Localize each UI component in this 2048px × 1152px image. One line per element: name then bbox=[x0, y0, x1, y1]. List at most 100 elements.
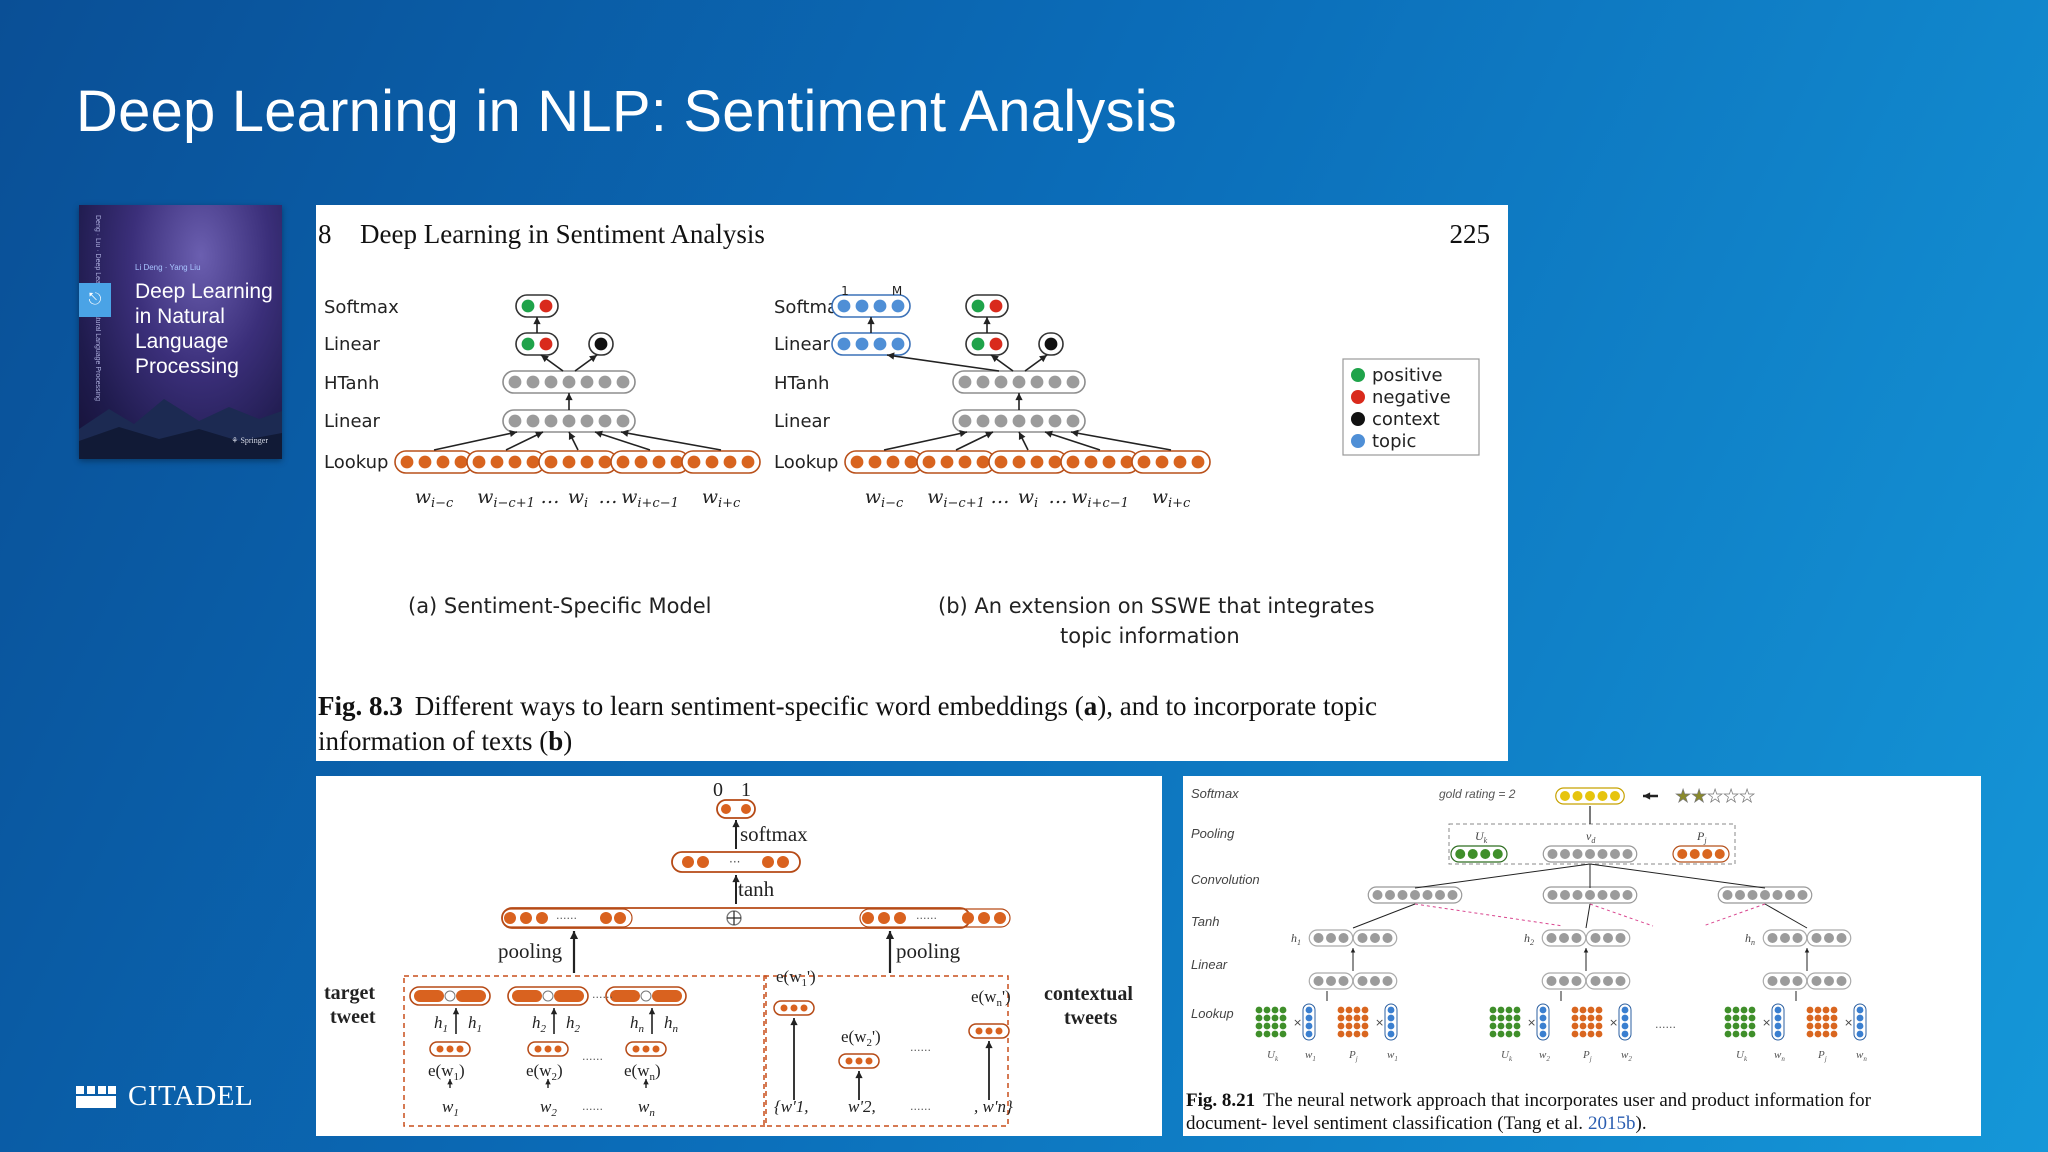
model-b-lookup-group-3-unit-3 bbox=[1029, 454, 1045, 470]
fig821-user-matrix-3-r4c1 bbox=[1724, 1030, 1732, 1038]
fig821-product-matrix-2-r1c3 bbox=[1587, 1006, 1595, 1014]
figure-caption-text-2: information of texts ( bbox=[318, 726, 548, 756]
fig821-word-vector-b-1-u4 bbox=[1387, 1030, 1395, 1038]
pool-left-unit-5 bbox=[614, 912, 626, 924]
model-a-layer-label-1: Softmax bbox=[324, 297, 399, 318]
fig821-product-matrix-1-r4c1 bbox=[1337, 1030, 1345, 1038]
fig821-product-matrix-1-r2c1 bbox=[1337, 1014, 1345, 1022]
model-b-lookup-group-5-unit-2 bbox=[1154, 454, 1170, 470]
model-a-lookup-group-2 bbox=[466, 450, 546, 474]
model-b-linear-gray-layer bbox=[952, 409, 1086, 433]
model-a-linear-context-unit-1 bbox=[593, 336, 609, 352]
fig821-word-vector-a-1-border bbox=[1302, 1003, 1316, 1041]
model-a-lookup-group-5-unit-3 bbox=[722, 454, 738, 470]
model-a-lookup-group-2-unit-1 bbox=[471, 454, 487, 470]
fig821-conv-3-unit-5 bbox=[1772, 890, 1783, 900]
model-a-lookup-group-1-unit-2 bbox=[417, 454, 433, 470]
fig821-tanh-2-a-unit-2 bbox=[1559, 933, 1569, 943]
embed-node-1-unit-1 bbox=[436, 1045, 444, 1053]
fig821-product-matrix-2-r2c2 bbox=[1579, 1014, 1587, 1022]
fig821-word-vector-b-1-u3 bbox=[1387, 1022, 1395, 1030]
fig821-product-matrix-2-r4c2 bbox=[1579, 1030, 1587, 1038]
model-a-lookup-group-1-unit-3 bbox=[435, 454, 451, 470]
model-b-linear-gray-layer-unit-5 bbox=[1029, 413, 1045, 429]
fig821-user-matrix-1-r3c1 bbox=[1255, 1022, 1263, 1030]
pool-right-unit-4 bbox=[962, 912, 974, 924]
model-b-softmax-topic-unit-3 bbox=[872, 298, 888, 314]
fig-821-citation-link[interactable]: 2015b bbox=[1588, 1113, 1636, 1134]
model-b-softmax-sentiment-unit-2 bbox=[988, 298, 1004, 314]
model-b-linear-gray-layer-unit-1 bbox=[957, 413, 973, 429]
pool-right-inner bbox=[859, 908, 1011, 928]
book-title-line-1: Deep Learning bbox=[135, 280, 273, 303]
fig821-word-vector-b-1-u1 bbox=[1387, 1006, 1395, 1014]
fig821-word-vector-b-3-u2 bbox=[1856, 1014, 1864, 1022]
fig821-tanh-3-b bbox=[1806, 929, 1852, 947]
model-b-linear-topic-unit-1 bbox=[836, 336, 852, 352]
fig821-conv-1-unit-6 bbox=[1435, 890, 1445, 900]
model-a-lookup-group-3-unit-1 bbox=[543, 454, 559, 470]
figure-caption-line-2: information of texts (b) bbox=[318, 726, 572, 756]
fig821-product-matrix-3-r1c2 bbox=[1814, 1006, 1822, 1014]
model-b-softmax-topic-unit-4 bbox=[890, 298, 906, 314]
fig821-word-vector-a-1-u2 bbox=[1305, 1014, 1313, 1022]
embed-node-2-unit-2 bbox=[544, 1045, 552, 1053]
model-b-lookup-group-2 bbox=[916, 450, 996, 474]
pool-right-unit-3 bbox=[894, 912, 906, 924]
gold-rating-label: gold rating = 2 bbox=[1439, 787, 1516, 801]
model-b-lookup-group-2-unit-2 bbox=[939, 454, 955, 470]
fig821-product-matrix-1-r2c4 bbox=[1361, 1014, 1369, 1022]
fig821-product-matrix-3-r4c4 bbox=[1830, 1030, 1838, 1038]
embed-node-2-unit-3 bbox=[554, 1045, 562, 1053]
contextual-tweets-label-2: tweets bbox=[1064, 1007, 1118, 1029]
fig-821-label: Fig. 8.21 bbox=[1186, 1090, 1255, 1111]
model-b-lookup-group-1-unit-1 bbox=[849, 454, 865, 470]
model-b-arrow-htanh-topic-line bbox=[886, 354, 1000, 372]
fig821-word-vector-b-3-border bbox=[1853, 1003, 1867, 1041]
model-b-softmax-sentiment-unit-1 bbox=[970, 298, 986, 314]
output-unit-0 bbox=[721, 804, 731, 814]
model-a-lookup-group-3-unit-2 bbox=[561, 454, 577, 470]
fig821-tanh-3-a bbox=[1762, 929, 1808, 947]
model-a-linear-gray-layer-unit-7 bbox=[615, 413, 631, 429]
fig821-pooling-product-unit-4 bbox=[1714, 849, 1725, 859]
fig821-product-matrix-2-r1c2 bbox=[1579, 1006, 1587, 1014]
word-label-3: wn bbox=[638, 1097, 655, 1119]
fig821-product-matrix-2-r4c3 bbox=[1587, 1030, 1595, 1038]
fig821-tanh-2-b-unit-1 bbox=[1590, 933, 1601, 943]
model-a-softmax-sentiment-unit-2 bbox=[538, 298, 554, 314]
ctx-embed-ellipsis: ...... bbox=[910, 1041, 931, 1054]
fig821-user-matrix-1-r3c4 bbox=[1279, 1022, 1287, 1030]
fig821-linear-3-b-unit-3 bbox=[1836, 976, 1847, 986]
output-label-1: 1 bbox=[741, 779, 751, 801]
model-b-arrow-lookup-3-head bbox=[1018, 432, 1026, 440]
fig821-linear-1-a-unit-1 bbox=[1313, 976, 1324, 986]
fig821-product-matrix-2-r1c4 bbox=[1595, 1006, 1603, 1014]
model-b-softmax-topic-unit-1 bbox=[836, 298, 852, 314]
model-b-layer-label-1: Softmax bbox=[774, 297, 849, 318]
fig821-product-matrix-2-r4c1 bbox=[1571, 1030, 1579, 1038]
fig821-conv-tanh-3 bbox=[1764, 903, 1808, 929]
model-a-arrow-lookup-4-head bbox=[595, 430, 603, 438]
contextual-tweets-box bbox=[763, 975, 1009, 1127]
arrow-tanh-to-softmax-head bbox=[732, 820, 740, 828]
fig821-user-matrix-3-r2c4 bbox=[1748, 1014, 1756, 1022]
fig821-product-matrix-3-r4c3 bbox=[1822, 1030, 1830, 1038]
model-b-lookup-group-1-unit-4 bbox=[903, 454, 919, 470]
fig821-word-vector-a-2-u1 bbox=[1539, 1006, 1547, 1014]
fig821-layer-label-3: Convolution bbox=[1191, 872, 1260, 887]
fig821-pool-conv-3 bbox=[1589, 863, 1766, 889]
fig821-pooling-doc bbox=[1542, 845, 1638, 863]
fig821-user-matrix-2-r4c4 bbox=[1513, 1030, 1521, 1038]
fig821-product-matrix-1 bbox=[1337, 1006, 1369, 1038]
fig821-user-matrix-2-r1c4 bbox=[1513, 1006, 1521, 1014]
fig821-linear-3-b-unit-2 bbox=[1824, 976, 1834, 986]
model-a-arrow-lookup-4-line bbox=[594, 431, 651, 451]
fig821-product-matrix-3-r2c1 bbox=[1806, 1014, 1814, 1022]
model-a-lookup-group-2-unit-3 bbox=[507, 454, 523, 470]
fig821-pooling-product-unit-1 bbox=[1677, 849, 1688, 859]
fig821-user-matrix-3-r4c4 bbox=[1748, 1030, 1756, 1038]
pooling-left-label: pooling bbox=[498, 939, 563, 963]
